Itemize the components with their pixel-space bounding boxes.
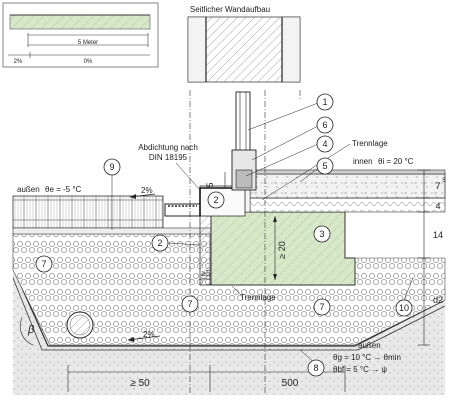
svg-text:9: 9 (109, 162, 114, 172)
label-aussen-bottom: außen (358, 341, 381, 350)
inset-slope-left: 2% (14, 59, 23, 65)
floor-insulation (249, 197, 446, 213)
callout-7-left: 7 (35, 255, 53, 273)
waterproofing-membrane (199, 187, 240, 216)
callout-3: 3 (313, 225, 331, 243)
callout-7-mid: 7 (181, 295, 199, 313)
label-aussen-temp: θe = -5 °C (45, 185, 82, 194)
svg-text:2: 2 (213, 195, 218, 205)
label-abdichtung-2: DIN 18195 (149, 153, 188, 162)
svg-text:7: 7 (187, 299, 192, 309)
callout-9: 9 (103, 158, 121, 230)
label-beta: β (27, 324, 35, 336)
dim-right-7: 7 (435, 181, 440, 191)
callouts: 1 6 4 5 9 2 2 3 7 7 7 10 8 (35, 93, 414, 377)
svg-text:3: 3 (319, 229, 324, 239)
svg-text:5: 5 (322, 161, 327, 171)
dim-right-d2: d2 (433, 295, 443, 305)
label-slope-drain: 2% (143, 330, 155, 339)
label-slope-paving: 2% (141, 186, 153, 195)
callout-1: 1 (247, 93, 334, 131)
label-trennlage-bottom: Trennlage (240, 293, 276, 302)
soil-excavation (13, 270, 445, 395)
floor-screed (249, 173, 446, 199)
outdoor-paving (12, 195, 164, 229)
inset-dimension-label: 5 Meter (78, 40, 98, 46)
inset-left-overview: 5 Meter 2% 0% (2, 2, 159, 68)
dim-bottom-left: ≥ 50 (130, 378, 150, 389)
svg-text:1: 1 (322, 97, 327, 107)
dim-5-vertical: 5 (205, 182, 215, 187)
svg-text:4: 4 (322, 139, 327, 149)
right-dimension-chain: 7 5 4 14 d2 (418, 169, 446, 346)
callout-4: 4 (245, 135, 334, 177)
bottom-dimension-chain: ≥ 50 500 (67, 365, 346, 392)
svg-text:7: 7 (319, 302, 324, 312)
dim-bottom-right: 500 (282, 378, 299, 389)
callout-6: 6 (251, 116, 334, 161)
svg-text:6: 6 (322, 120, 327, 130)
callout-10: 10 (395, 277, 414, 317)
label-innen: innen (353, 157, 373, 166)
svg-text:10: 10 (399, 303, 409, 313)
callout-2-top: 2 (207, 191, 225, 209)
label-abdichtung-1: Abdichtung nach (138, 143, 198, 152)
dim-right-5: 5 (442, 178, 446, 184)
callout-8: 8 (299, 349, 325, 377)
svg-text:7: 7 (41, 259, 46, 269)
inset-right-wall-section: Seitlicher Wandaufbau (187, 5, 301, 83)
label-trennlage-top: Trennlage (352, 139, 388, 148)
inset-slope-right: 0% (84, 59, 93, 65)
dim-20: ≥ 20 (277, 241, 287, 258)
inset-title: Seitlicher Wandaufbau (190, 5, 270, 14)
callout-7-right: 7 (313, 298, 331, 316)
dim-right-4: 4 (435, 201, 440, 211)
svg-text:8: 8 (313, 363, 318, 373)
dim-right-14: 14 (433, 230, 443, 240)
drainage-pipe (66, 311, 94, 339)
label-aussen: außen (17, 185, 40, 194)
label-innen-temp: θi = 20 °C (378, 157, 414, 166)
svg-text:2: 2 (157, 238, 162, 248)
callout-5: 5 (299, 157, 334, 183)
door-frame (231, 91, 257, 191)
callout-2-side: 2 (151, 234, 201, 252)
label-theta-g: θg = 10 °C → θmin (333, 353, 401, 362)
dim-5-horizontal: ≥5 (202, 269, 211, 278)
label-theta-bf: θbf = 5 °C → ψ (333, 365, 387, 374)
